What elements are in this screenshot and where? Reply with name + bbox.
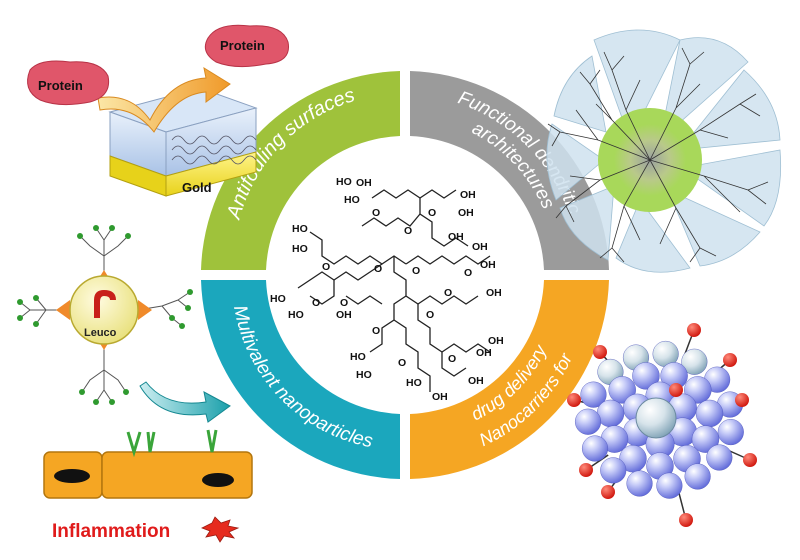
svg-text:OH: OH <box>480 259 496 271</box>
segment-functional-dendritic <box>410 71 609 270</box>
svg-text:OH: OH <box>458 207 474 219</box>
svg-text:OH: OH <box>432 391 448 403</box>
svg-text:O: O <box>322 261 330 273</box>
wheel: Antifouling surfaces Functional dendriti… <box>201 71 609 479</box>
nanoparticle-bead <box>580 381 607 408</box>
endothelial-cell-2 <box>101 451 253 499</box>
nanoparticle-bead <box>706 444 733 471</box>
nanoparticle-bead <box>626 470 653 497</box>
svg-text:OH: OH <box>336 309 352 321</box>
targeting-ligand-dot <box>735 393 749 407</box>
targeting-ligand-dot <box>593 345 607 359</box>
protein-left-label: Protein <box>38 78 83 93</box>
nanoparticle-bead <box>632 362 660 390</box>
gold-substrate-block: Gold <box>108 87 258 197</box>
leuco-cell <box>69 275 139 345</box>
svg-text:O: O <box>404 225 412 237</box>
nanoparticle-bead <box>600 457 627 484</box>
nanoparticle-bead <box>695 399 724 428</box>
svg-text:O: O <box>412 265 420 277</box>
svg-text:HO: HO <box>270 293 286 305</box>
cell-nucleus-2 <box>202 473 234 487</box>
targeting-ligand-dot <box>723 353 737 367</box>
svg-text:OH: OH <box>356 177 372 189</box>
leuco-label: Leuco <box>84 327 117 339</box>
molecule-labels: HO OH HO O OH O OH HO HO O OH OH O O O O… <box>270 176 504 403</box>
svg-text:HO: HO <box>344 194 360 206</box>
protein-right-blob <box>204 24 290 68</box>
svg-text:OH: OH <box>460 189 476 201</box>
targeting-ligand-dot <box>687 323 701 337</box>
svg-text:O: O <box>426 309 434 321</box>
wheel-center <box>267 137 543 413</box>
svg-text:HO: HO <box>406 377 422 389</box>
multivalent-illustration: Leuco Inflammation <box>17 225 253 543</box>
inflammation-label: Inflammation <box>52 521 170 542</box>
segment-nanocarriers <box>410 280 609 479</box>
selectin-receptors <box>126 429 218 458</box>
leuco-nucleus <box>94 290 116 318</box>
svg-text:OH: OH <box>468 375 484 387</box>
cell-nucleus-1 <box>54 469 90 483</box>
dendron-petals <box>546 29 782 273</box>
ligand-end-groups <box>17 225 193 405</box>
svg-text:O: O <box>428 207 436 219</box>
nanocarrier-illustration <box>567 323 757 527</box>
svg-text:O: O <box>374 263 382 275</box>
svg-text:HO: HO <box>336 176 352 188</box>
nanoparticle-bead <box>574 408 602 435</box>
segment-antifouling <box>201 71 400 270</box>
polyglycerol-structure <box>297 189 491 392</box>
svg-text:OH: OH <box>476 347 492 359</box>
targeting-ligand-dot <box>579 463 593 477</box>
svg-text:HO: HO <box>350 351 366 363</box>
nanoparticle-bead <box>717 419 744 446</box>
svg-text:OH: OH <box>448 231 464 243</box>
svg-text:HO: HO <box>292 243 308 255</box>
targeting-ligand-dot <box>743 453 757 467</box>
svg-text:OH: OH <box>488 335 504 347</box>
nanoparticle-bead <box>681 348 708 375</box>
svg-text:OH: OH <box>486 287 502 299</box>
attach-arrow <box>139 381 231 423</box>
protein-right-label: Protein <box>220 38 265 53</box>
dendron-branches <box>547 47 769 263</box>
nanoparticle-bead <box>656 472 683 499</box>
svg-text:O: O <box>448 353 456 365</box>
svg-text:HO: HO <box>288 309 304 321</box>
segment-multivalent <box>201 280 400 479</box>
antifouling-illustration: Gold Protein Protein <box>27 24 290 197</box>
nanoparticle-bead <box>691 425 720 453</box>
svg-text:HO: HO <box>356 369 372 381</box>
bounce-arrow <box>97 66 231 133</box>
svg-text:HO: HO <box>292 223 308 235</box>
svg-text:O: O <box>372 207 380 219</box>
drug-core <box>635 397 677 439</box>
nanoparticle-bead <box>619 444 647 473</box>
protein-left-blob <box>27 60 110 106</box>
targeting-ligand-dot <box>679 513 693 527</box>
svg-text:OH: OH <box>472 241 488 253</box>
functional-dendritic-illustration <box>546 29 782 273</box>
targeting-ligand-dot <box>669 383 683 397</box>
svg-text:O: O <box>398 357 406 369</box>
inflammation-burst-icon <box>201 516 240 543</box>
targeting-ligand-dot <box>601 485 615 499</box>
nanoparticle-bead <box>581 435 609 462</box>
targeting-ligand-dot <box>567 393 581 407</box>
nanoparticle-bead <box>684 463 711 490</box>
svg-text:O: O <box>372 325 380 337</box>
gold-label: Gold <box>182 180 212 195</box>
svg-text:O: O <box>340 297 348 309</box>
svg-text:O: O <box>464 267 472 279</box>
svg-text:O: O <box>444 287 452 299</box>
nanoparticle-bead <box>596 399 625 428</box>
svg-text:O: O <box>312 297 320 309</box>
